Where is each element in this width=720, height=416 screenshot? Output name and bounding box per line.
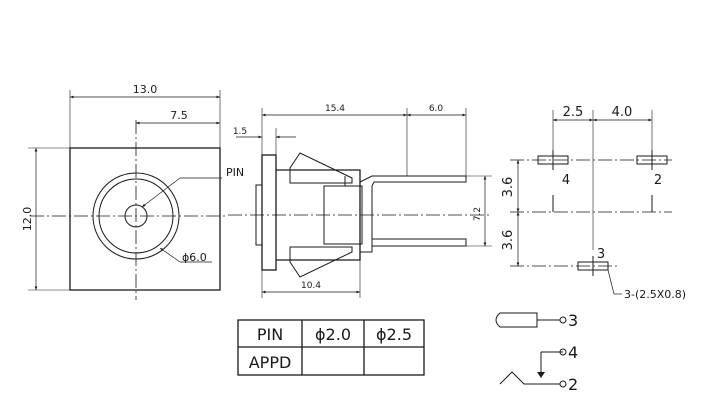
slot-size-callout: 3-(2.5X0.8) [624,288,686,301]
schematic-pin-4: 4 [568,343,578,362]
schematic-pin-2: 2 [568,375,578,394]
schematic-symbol: 3 4 2 [495,311,578,394]
side-top-pin [359,175,467,253]
front-body-outline [69,147,221,291]
pcb-vspacing-bottom: 3.6 [501,230,516,251]
front-half-width-dim: 7.5 [170,109,188,122]
flange-thickness-dim: 1.5 [233,127,247,137]
pcb-vspacing-top: 3.6 [501,177,516,198]
schematic-terminal-3 [559,316,567,324]
pin-extension-dim: 6.0 [429,104,444,114]
front-view: 13.0 7.5 12.0 PIN ϕ6.0 [21,83,244,300]
hole-diameter-callout: ϕ6.0 [182,251,207,264]
pcb-layout: 2.5 4.0 3.6 3.6 4 2 3 3-(2.5X0.8) [501,105,686,301]
spec-table: PIN ϕ2.0 ϕ2.5 APPD [237,319,425,376]
front-width-dim: 13.0 [133,83,158,96]
pcb-spacing-4-0: 4.0 [612,105,633,120]
pcb-pad-3-label: 3 [597,247,605,262]
table-header-phi-2-0: ϕ2.0 [315,325,351,344]
side-top-latch [289,152,353,184]
body-length-dim: 10.4 [301,281,321,291]
schematic-center-pin [495,312,538,328]
side-view: 1.5 15.4 6.0 10.4 7.2 [228,104,492,298]
table-row-appd: APPD [249,353,292,372]
pcb-spacing-2-5: 2.5 [563,105,584,120]
front-height-dim: 12.0 [21,207,34,232]
pin-spacing-dim: 7.2 [473,207,483,221]
table-header-pin: PIN [257,325,283,344]
schematic-terminal-2 [559,380,567,388]
table-header-phi-2-5: ϕ2.5 [376,325,412,344]
pcb-pad-2-label: 2 [654,173,662,188]
side-bottom-pin [371,238,467,247]
schematic-pin-3: 3 [568,311,578,330]
side-flange [261,154,277,271]
pin-callout: PIN [226,166,244,179]
pcb-pad-4-label: 4 [562,173,570,188]
overall-length-dim: 15.4 [325,104,345,114]
schematic-terminal-4 [559,348,567,356]
schematic-sleeve [499,371,560,385]
side-bottom-latch [289,246,353,278]
